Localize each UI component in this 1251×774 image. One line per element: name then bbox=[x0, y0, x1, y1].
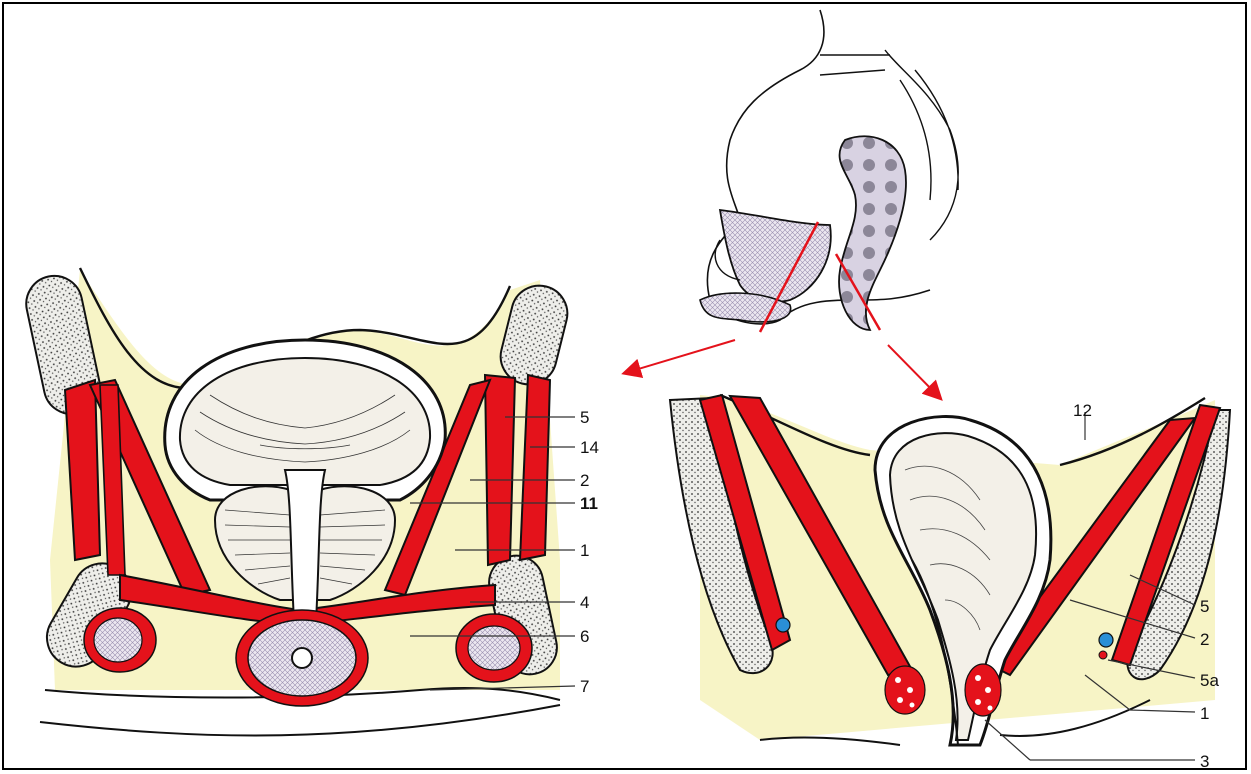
label-1: 1 bbox=[580, 541, 589, 560]
label-3: 3 bbox=[1200, 752, 1209, 771]
label-14: 14 bbox=[580, 438, 599, 457]
bladder-shape bbox=[720, 210, 831, 302]
label-5-right: 5 bbox=[1200, 597, 1209, 616]
external-sphincter-right bbox=[965, 664, 1001, 716]
label-2-right: 2 bbox=[1200, 630, 1209, 649]
label-5a: 5a bbox=[1200, 671, 1219, 690]
sagittal-overview bbox=[625, 10, 958, 398]
pudendal-vessel-right bbox=[1099, 633, 1113, 647]
arrow-to-back-section bbox=[888, 345, 940, 398]
back-section bbox=[670, 395, 1230, 760]
bulb-of-penis bbox=[236, 610, 368, 706]
label-11: 11 bbox=[580, 494, 598, 513]
arrow-to-front-section bbox=[625, 340, 735, 373]
label-1-right: 1 bbox=[1200, 704, 1209, 723]
label-6: 6 bbox=[580, 627, 589, 646]
front-section-labels: 5 14 2 11 1 4 6 7 bbox=[580, 408, 599, 696]
label-2: 2 bbox=[580, 471, 589, 490]
crus-right bbox=[456, 614, 532, 682]
label-4: 4 bbox=[580, 593, 589, 612]
bladder bbox=[180, 358, 430, 485]
label-5: 5 bbox=[580, 408, 589, 427]
rectum-shape bbox=[839, 136, 906, 330]
label-12: 12 bbox=[1073, 401, 1092, 420]
front-section bbox=[21, 268, 575, 735]
label-7: 7 bbox=[580, 677, 589, 696]
external-sphincter-left bbox=[885, 666, 925, 714]
obturator-internus-right bbox=[485, 375, 515, 565]
crus-left bbox=[84, 608, 156, 672]
pudendal-vessel-left bbox=[776, 618, 790, 632]
